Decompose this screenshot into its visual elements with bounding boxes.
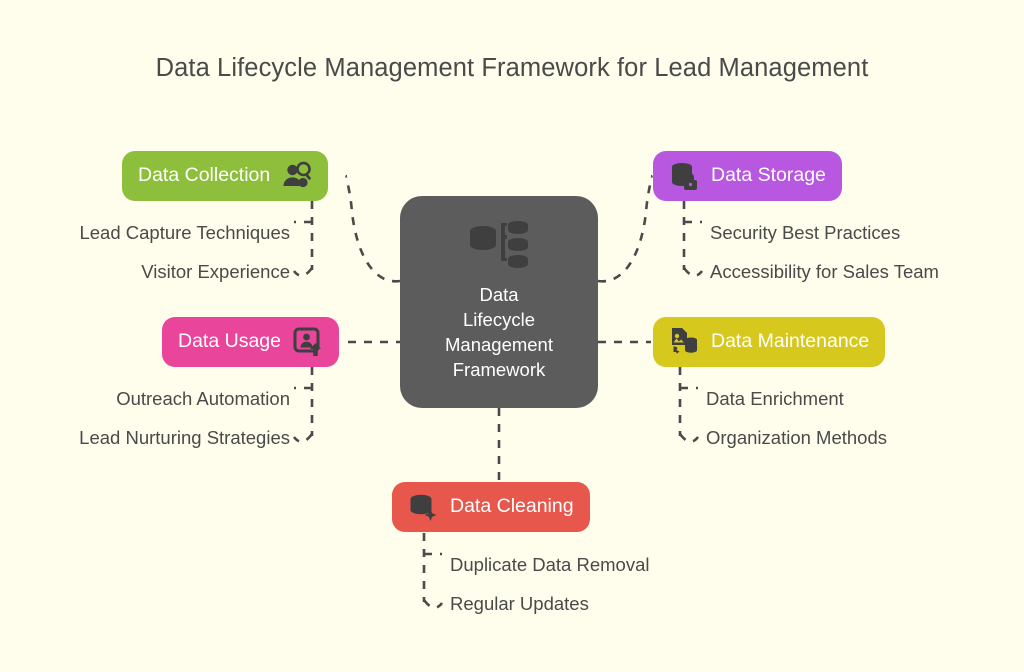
sub-item-data-enrichment: Data Enrichment [706,388,844,409]
branch-node-data-usage[interactable]: Data Usage [162,317,339,367]
leaf-cleaning-1 [422,599,444,609]
connector-center-collection [345,174,401,283]
database-sparkle-icon [410,494,437,521]
leaf-collection-1 [292,267,314,277]
branch-node-data-maintenance[interactable]: Data Maintenance [653,317,886,367]
leaf-usage-1 [292,433,314,443]
contact-card-upload-icon [293,327,321,356]
branch-label-data-maintenance: Data Maintenance [711,330,870,353]
sub-item-security-best-practices: Security Best Practices [710,222,901,243]
database-lock-icon [672,163,697,190]
page-title: Data Lifecycle Management Framework for … [155,54,869,82]
document-database-sync-icon [672,328,697,354]
database-distribution-icon [470,221,528,268]
sub-item-visitor-experience: Visitor Experience [141,261,290,282]
sub-item-duplicate-data-removal: Duplicate Data Removal [450,554,650,575]
branch-node-data-cleaning[interactable]: Data Cleaning [392,482,590,532]
sub-item-lead-nurturing-strategies: Lead Nurturing Strategies [79,427,290,448]
sub-item-regular-updates: Regular Updates [450,593,589,614]
leaf-maintenance-1 [678,433,700,443]
sub-item-accessibility-for-sales-team: Accessibility for Sales Team [710,261,939,282]
leaf-storage-1 [682,267,704,277]
branch-label-data-cleaning: Data Cleaning [450,495,574,518]
connector-center-storage [597,174,653,283]
branch-node-data-collection[interactable]: Data Collection [122,151,329,201]
sub-item-lead-capture-techniques: Lead Capture Techniques [79,222,290,243]
center-node[interactable]: Data Lifecycle Management Framework [400,196,598,408]
person-search-icon [283,161,312,188]
branch-label-data-storage: Data Storage [711,164,826,187]
sub-item-outreach-automation: Outreach Automation [116,388,290,409]
branch-label-data-usage: Data Usage [178,330,281,353]
branch-node-data-storage[interactable]: Data Storage [653,151,842,201]
branch-label-data-collection: Data Collection [138,164,271,187]
sub-item-organization-methods: Organization Methods [706,427,887,448]
center-node-label: Data Lifecycle Management Framework [445,284,553,380]
